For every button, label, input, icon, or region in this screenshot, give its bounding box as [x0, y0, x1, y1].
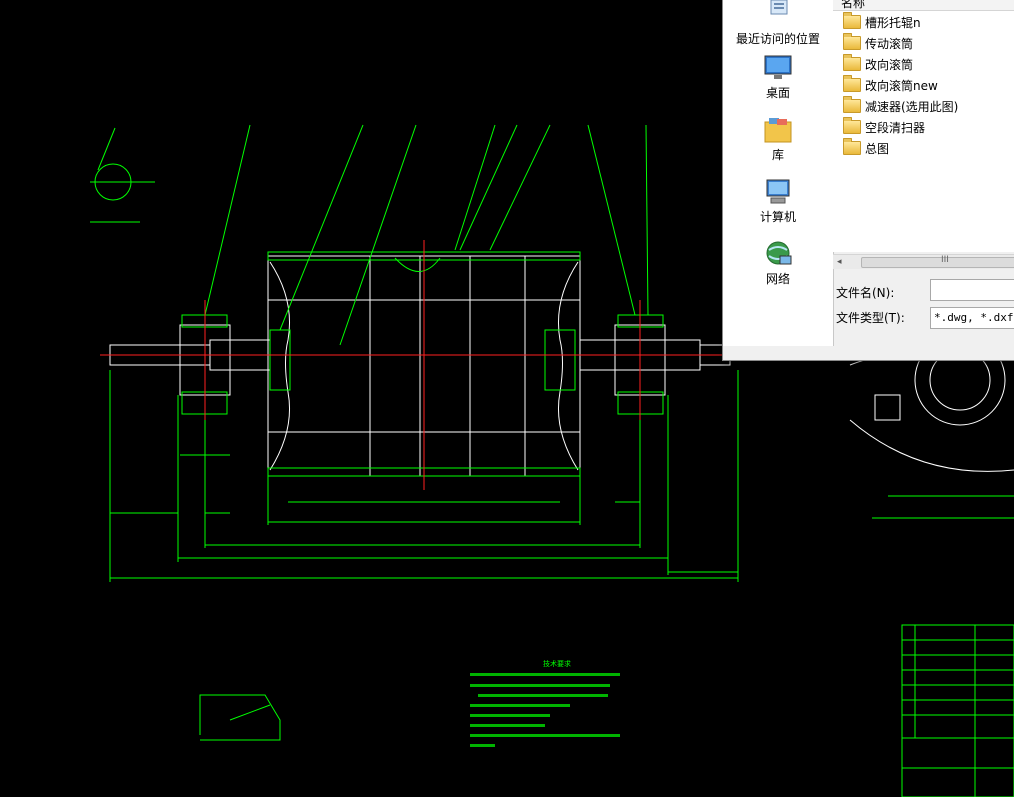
network-icon — [766, 241, 792, 265]
place-label: 桌面 — [765, 86, 790, 100]
list-item[interactable]: 传动滚筒 — [843, 33, 913, 54]
open-file-dialog[interactable]: 最近访问的位置 桌面 库 计算机 — [722, 0, 1014, 361]
scroll-thumb[interactable] — [861, 257, 1014, 268]
libraries-icon — [764, 118, 792, 143]
horizontal-scrollbar[interactable]: ◂ III — [833, 254, 1014, 269]
filename-label: 文件名(N): — [836, 286, 895, 300]
filetype-label: 文件类型(T): — [836, 311, 905, 325]
place-network[interactable]: 网络 — [723, 240, 833, 287]
place-desktop[interactable]: 桌面 — [723, 54, 833, 101]
folder-icon — [843, 75, 861, 92]
file-list[interactable]: 名称 槽形托辊n 传动滚筒 改向滚筒 改向滚筒new 减速器(选用此图) 空段清… — [833, 0, 1014, 252]
list-item[interactable]: 总图 — [843, 138, 889, 159]
technical-notes: 技术要求 — [470, 659, 620, 747]
place-label: 最近访问的位置 — [735, 32, 820, 46]
list-item[interactable]: 改向滚筒 — [843, 54, 913, 75]
list-item[interactable]: 改向滚筒new — [843, 75, 938, 96]
place-label: 网络 — [765, 272, 790, 286]
notes-title: 技术要求 — [543, 659, 571, 668]
column-header-name[interactable]: 名称 — [833, 0, 1014, 11]
place-label: 计算机 — [759, 210, 796, 224]
scroll-thumb-grip: III — [941, 255, 949, 265]
folder-icon — [843, 33, 861, 50]
place-computer[interactable]: 计算机 — [723, 178, 833, 225]
scroll-left-arrow-icon[interactable]: ◂ — [837, 257, 842, 267]
folder-icon — [843, 96, 861, 113]
folder-icon — [843, 138, 861, 155]
desktop-icon — [764, 55, 792, 79]
folder-icon — [843, 54, 861, 71]
place-libraries[interactable]: 库 — [723, 116, 833, 163]
centerlines — [100, 240, 745, 490]
place-recent[interactable]: 最近访问的位置 — [723, 0, 833, 47]
list-item[interactable]: 槽形托辊n — [843, 12, 921, 33]
filename-field[interactable] — [930, 279, 1014, 301]
list-item[interactable]: 减速器(选用此图) — [843, 96, 958, 117]
folder-icon — [843, 12, 861, 29]
places-bar: 最近访问的位置 桌面 库 计算机 — [723, 0, 834, 346]
list-item[interactable]: 空段清扫器 — [843, 117, 925, 138]
filetype-select[interactable]: *.dwg, *.dxf — [930, 307, 1014, 329]
folder-icon — [843, 117, 861, 134]
place-label: 库 — [771, 148, 784, 162]
computer-icon — [766, 179, 790, 204]
recent-places-icon — [770, 0, 788, 15]
